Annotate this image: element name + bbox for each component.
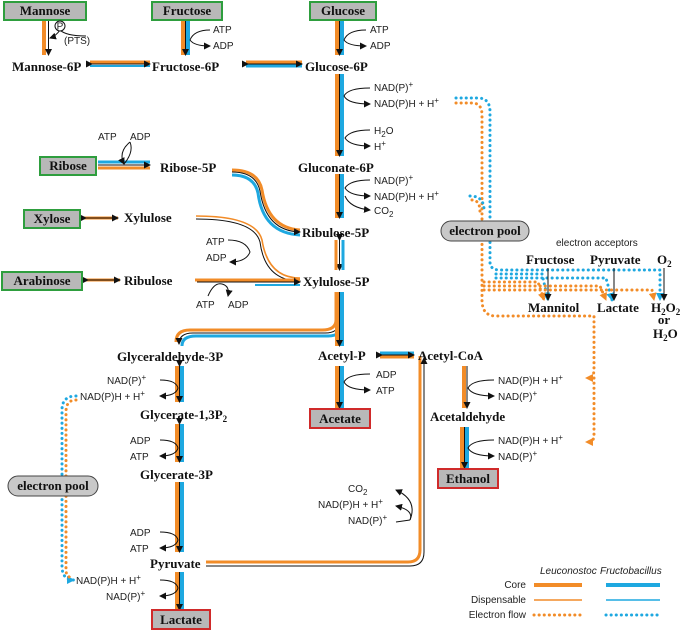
label-glyceraldehyde-3p: Glyceraldehyde-3P — [117, 349, 223, 364]
svg-text:ATP: ATP — [196, 300, 215, 311]
label-acetyl-coa: Acetyl-CoA — [418, 348, 484, 363]
svg-text:Lactate: Lactate — [160, 612, 202, 627]
electron-pool-left: electron pool — [7, 475, 99, 497]
svg-text:ATP: ATP — [370, 25, 389, 36]
svg-text:ADP: ADP — [228, 300, 249, 311]
svg-text:ADP: ADP — [370, 41, 391, 52]
svg-text:NAD(P)+: NAD(P)+ — [498, 449, 537, 463]
metabolite-labels: Mannose-6P Fructose-6P Glucose-6P Glucon… — [12, 59, 681, 571]
svg-text:Arabinose: Arabinose — [13, 273, 70, 288]
svg-text:H+: H+ — [374, 139, 386, 153]
label-gluconate-6p: Gluconate-6P — [298, 160, 374, 175]
svg-text:ADP: ADP — [130, 528, 151, 539]
svg-text:electron pool: electron pool — [449, 223, 521, 238]
input-box-ribose: Ribose — [39, 156, 97, 176]
label-lactate-acceptor: Lactate — [597, 300, 639, 315]
label-fructose-6p: Fructose-6P — [152, 59, 219, 74]
svg-text:electron pool: electron pool — [17, 478, 89, 493]
svg-text:Leuconostoc: Leuconostoc — [540, 566, 597, 577]
svg-text:NAD(P)H + H+: NAD(P)H + H+ — [374, 189, 439, 203]
svg-text:ADP: ADP — [213, 41, 234, 52]
svg-text:Pyruvate: Pyruvate — [590, 252, 641, 267]
label-ribose-5p: Ribose-5P — [160, 160, 216, 175]
svg-text:Ribose: Ribose — [49, 158, 87, 173]
svg-text:CO2: CO2 — [348, 484, 368, 497]
input-box-mannose: Mannose — [3, 1, 87, 21]
svg-text:NAD(P)H + H+: NAD(P)H + H+ — [76, 573, 141, 587]
svg-text:Xylose: Xylose — [34, 211, 71, 226]
label-or: or — [658, 312, 671, 327]
input-box-xylose: Xylose — [23, 209, 81, 229]
svg-text:ATP: ATP — [98, 132, 117, 143]
svg-text:Glucose: Glucose — [321, 3, 365, 18]
svg-text:Core: Core — [504, 580, 526, 591]
input-box-glucose: Glucose — [309, 1, 377, 21]
label-pyruvate: Pyruvate — [150, 556, 201, 571]
label-mannose-6p: Mannose-6P — [12, 59, 81, 74]
label-glucose-6p: Glucose-6P — [305, 59, 368, 74]
svg-text:electron acceptors: electron acceptors — [556, 238, 638, 249]
label-h2o2: H2O2 — [651, 300, 681, 317]
svg-text:P: P — [57, 22, 64, 33]
svg-text:CO2: CO2 — [374, 206, 394, 219]
svg-text:ADP: ADP — [130, 436, 151, 447]
svg-text:ATP: ATP — [130, 544, 149, 555]
label-acetaldehyde: Acetaldehyde — [430, 409, 505, 424]
svg-text:ADP: ADP — [206, 253, 227, 264]
label-xylulose: Xylulose — [124, 210, 172, 225]
svg-text:NAD(P)H + H+: NAD(P)H + H+ — [498, 373, 563, 387]
phosphate-circle — [54, 20, 66, 32]
label-xylulose-5p: Xylulose-5P — [303, 274, 370, 289]
svg-text:Dispensable: Dispensable — [471, 595, 526, 606]
svg-text:NAD(P)+: NAD(P)+ — [107, 373, 146, 387]
svg-text:NAD(P)+: NAD(P)+ — [348, 513, 387, 527]
svg-text:ATP: ATP — [206, 237, 225, 248]
output-box-acetate: Acetate — [309, 408, 371, 429]
svg-text:NAD(P)+: NAD(P)+ — [374, 173, 413, 187]
svg-text:(PTS): (PTS) — [64, 36, 90, 47]
svg-text:Electron flow: Electron flow — [469, 610, 527, 621]
svg-text:ADP: ADP — [376, 370, 397, 381]
svg-text:H2O: H2O — [374, 126, 394, 139]
svg-text:ADP: ADP — [130, 132, 151, 143]
svg-text:NAD(P)H + H+: NAD(P)H + H+ — [80, 389, 145, 403]
label-ribulose-5p: Ribulose-5P — [302, 225, 369, 240]
label-ribulose: Ribulose — [124, 273, 173, 288]
svg-text:NAD(P)+: NAD(P)+ — [106, 589, 145, 603]
legend: Leuconostoc Fructobacillus Core Dispensa… — [469, 566, 662, 621]
output-box-ethanol: Ethanol — [437, 468, 499, 489]
svg-text:Fructose: Fructose — [163, 3, 212, 18]
svg-text:Ethanol: Ethanol — [446, 471, 490, 486]
pathway-lines — [42, 20, 668, 611]
cofactor-labels: P (PTS) ATP ADP ATP ADP NAD(P)+ NAD(P)H … — [54, 20, 563, 603]
svg-text:Acetate: Acetate — [319, 411, 361, 426]
electron-pool-right: electron pool — [440, 220, 530, 242]
input-box-fructose: Fructose — [151, 1, 223, 21]
svg-text:Mannose: Mannose — [20, 3, 71, 18]
label-mannitol: Mannitol — [528, 300, 580, 315]
label-acetyl-p: Acetyl-P — [318, 348, 366, 363]
svg-text:NAD(P)H + H+: NAD(P)H + H+ — [374, 96, 439, 110]
electron-acceptors: electron acceptors Fructose Pyruvate O2 — [526, 238, 672, 269]
cofactor-arrows — [49, 29, 495, 600]
svg-text:ATP: ATP — [376, 386, 395, 397]
label-glycerate-13p2: Glycerate-1,3P2 — [140, 407, 228, 424]
svg-text:O2: O2 — [657, 252, 672, 269]
label-glycerate-3p: Glycerate-3P — [140, 467, 213, 482]
svg-text:NAD(P)H + H+: NAD(P)H + H+ — [318, 497, 383, 511]
svg-text:ATP: ATP — [213, 25, 232, 36]
svg-text:Fructobacillus: Fructobacillus — [600, 566, 662, 577]
svg-text:NAD(P)+: NAD(P)+ — [498, 389, 537, 403]
svg-text:ATP: ATP — [130, 452, 149, 463]
output-box-lactate: Lactate — [151, 609, 211, 630]
svg-text:NAD(P)H + H+: NAD(P)H + H+ — [498, 433, 563, 447]
svg-text:Fructose: Fructose — [526, 252, 575, 267]
input-box-arabinose: Arabinose — [1, 271, 83, 291]
label-h2o: H2O — [653, 326, 678, 343]
svg-text:NAD(P)+: NAD(P)+ — [374, 80, 413, 94]
